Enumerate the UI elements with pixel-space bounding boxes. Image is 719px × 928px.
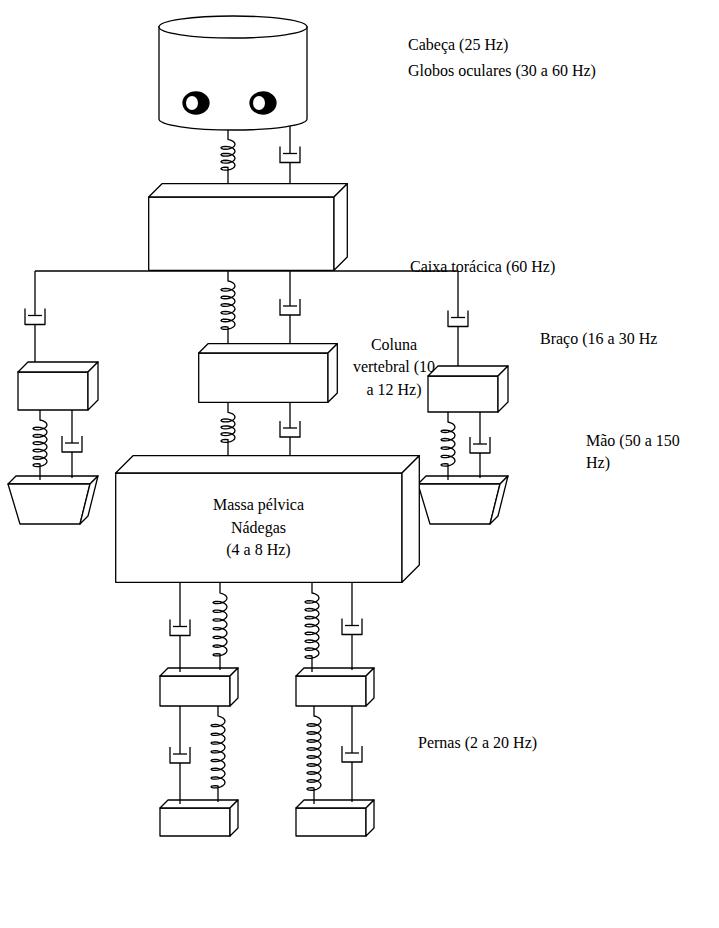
damper-piston bbox=[283, 427, 297, 428]
damper-piston bbox=[451, 317, 465, 318]
left-thigh-box bbox=[160, 668, 238, 706]
spring-symbol bbox=[305, 583, 319, 672]
edge-group bbox=[221, 130, 235, 183]
damper-symbol bbox=[179, 706, 180, 804]
damper-symbol bbox=[351, 583, 352, 670]
box-side bbox=[328, 344, 337, 403]
damper-symbol bbox=[479, 412, 480, 478]
spring-symbol bbox=[441, 412, 455, 480]
damper-piston bbox=[473, 443, 487, 444]
eye-highlight bbox=[186, 96, 198, 110]
damper-piston bbox=[173, 753, 187, 754]
damper-cylinder bbox=[342, 619, 362, 635]
damper-piston bbox=[65, 442, 79, 443]
damper-cylinder bbox=[448, 311, 468, 327]
damper-symbol bbox=[34, 271, 35, 362]
part-label: Pernas (2 a 20 Hz) bbox=[418, 732, 537, 754]
spring-connector bbox=[221, 130, 235, 183]
box-side bbox=[402, 456, 419, 583]
edge-group bbox=[221, 403, 235, 455]
edge-group bbox=[280, 126, 300, 183]
left-foot-box bbox=[160, 800, 238, 836]
damper-cylinder bbox=[62, 436, 82, 452]
damper-cylinder bbox=[170, 747, 190, 763]
damper-cylinder bbox=[280, 299, 300, 315]
damper-cylinder bbox=[170, 620, 190, 636]
damper-symbol bbox=[71, 410, 72, 478]
right-hand bbox=[418, 476, 508, 524]
left-arm-box bbox=[18, 362, 98, 410]
frequency-label: Globos oculares (30 a 60 Hz) bbox=[408, 60, 596, 82]
text-group: Massa pélvica Nádegas(4 a 8 Hz) bbox=[115, 473, 402, 583]
damper-piston bbox=[28, 315, 42, 316]
box-top bbox=[149, 184, 348, 197]
frequency-label: Caixa torácica (60 Hz) bbox=[410, 256, 555, 278]
head-body bbox=[159, 26, 307, 130]
spring-symbol bbox=[211, 706, 225, 802]
mass-label: (4 a 8 Hz) bbox=[226, 539, 290, 561]
spring-damper-group bbox=[25, 271, 490, 804]
damper-cylinder bbox=[280, 147, 300, 163]
damper-symbol bbox=[179, 583, 180, 672]
box-top bbox=[199, 344, 338, 353]
damper-symbol bbox=[457, 271, 458, 366]
head-node: Cabeça (25 Hz)Globos oculares (30 a 60 H… bbox=[158, 15, 308, 131]
damper-piston bbox=[173, 626, 187, 627]
damper-connector bbox=[289, 126, 290, 183]
mass-box: Caixa torácica (60 Hz) bbox=[148, 183, 348, 271]
eyeball bbox=[250, 92, 276, 114]
damper-piston bbox=[283, 305, 297, 306]
edge-group bbox=[280, 403, 300, 455]
mass-block bbox=[148, 183, 348, 271]
edge-group bbox=[280, 271, 300, 343]
part-label: Mão (50 a 150 Hz) bbox=[586, 430, 690, 475]
head-top bbox=[159, 16, 307, 38]
left-hand bbox=[8, 476, 98, 524]
right-thigh-box bbox=[296, 668, 374, 706]
spring-connector bbox=[221, 403, 235, 455]
box-front bbox=[116, 473, 402, 582]
frequency-label: Coluna vertebral (10 a 12 Hz) bbox=[348, 334, 440, 401]
mass-box: Massa pélvica Nádegas(4 a 8 Hz) bbox=[115, 455, 420, 583]
damper-cylinder bbox=[280, 421, 300, 437]
head-cylinder bbox=[158, 15, 308, 131]
eyeball bbox=[183, 92, 209, 114]
spring-symbol bbox=[213, 583, 227, 670]
part-label: Braço (16 a 30 Hz bbox=[540, 328, 657, 350]
mass-label: Massa pélvica Nádegas bbox=[205, 494, 313, 539]
right-arm-box bbox=[428, 366, 508, 412]
box-top bbox=[116, 456, 420, 473]
damper-connector bbox=[289, 271, 290, 343]
damper-cylinder bbox=[470, 437, 490, 453]
box-front bbox=[199, 353, 328, 402]
frequency-label: Cabeça (25 Hz) bbox=[408, 34, 508, 56]
eye-highlight bbox=[253, 96, 265, 110]
damper-cylinder bbox=[342, 746, 362, 762]
spring-connector bbox=[221, 271, 235, 343]
damper-piston bbox=[345, 625, 359, 626]
damper-cylinder bbox=[25, 309, 45, 325]
spring-symbol bbox=[307, 706, 321, 804]
box-side bbox=[334, 184, 347, 271]
mass-block bbox=[198, 343, 338, 403]
right-foot-box bbox=[296, 800, 374, 836]
damper-piston bbox=[345, 752, 359, 753]
edge-group bbox=[221, 271, 235, 343]
damper-connector bbox=[289, 403, 290, 455]
spring-symbol bbox=[33, 410, 47, 480]
box-front bbox=[149, 197, 334, 270]
mass-box: Coluna vertebral (10 a 12 Hz) bbox=[198, 343, 338, 403]
damper-symbol bbox=[351, 706, 352, 802]
damper-piston bbox=[283, 153, 297, 154]
